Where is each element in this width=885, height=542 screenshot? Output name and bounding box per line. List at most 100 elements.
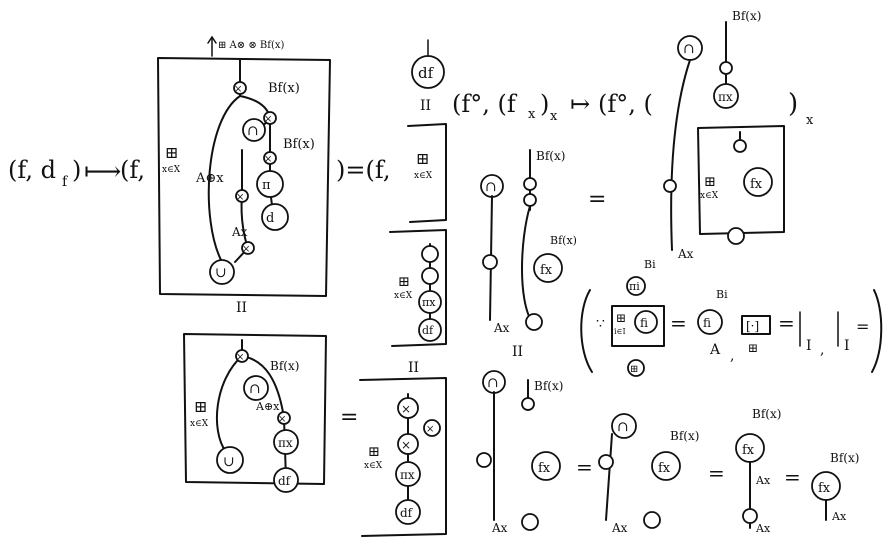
svg-text:∪: ∪ (215, 265, 227, 281)
svg-text:,: , (820, 342, 824, 358)
svg-text:πx: πx (278, 436, 293, 450)
df-node (261, 203, 289, 231)
svg-text:fx: fx (658, 461, 671, 476)
title-lhs-close: ) (540, 90, 549, 118)
tensor-node (235, 189, 249, 203)
svg-text:Bi: Bi (716, 288, 728, 301)
because-sym: ∵ (596, 316, 605, 332)
svg-text:∩: ∩ (249, 381, 261, 397)
svg-text:fx: fx (742, 443, 755, 458)
svg-text:=: = (708, 461, 725, 485)
svg-text:∩: ∩ (617, 419, 629, 435)
svg-text:πx: πx (422, 296, 436, 309)
svg-text:×: × (236, 192, 244, 203)
diagram-box-partial (407, 123, 447, 223)
svg-text:x∈X: x∈X (394, 291, 413, 301)
svg-text:x∈X: x∈X (190, 419, 209, 429)
svg-text:⊞: ⊞ (398, 274, 410, 290)
svg-text:Ax: Ax (611, 521, 628, 535)
svg-text:×: × (278, 414, 286, 425)
svg-text:∪: ∪ (223, 454, 235, 470)
svg-text:fx: fx (818, 481, 831, 496)
diagram-box-1 (157, 57, 331, 297)
rhs-open: (f, (120, 156, 145, 184)
svg-text:fi: fi (640, 316, 648, 330)
svg-text:⊞: ⊞ (416, 149, 429, 168)
parallel-sign: II (236, 300, 247, 316)
tensor-node (233, 81, 247, 95)
svg-text:df: df (422, 324, 434, 337)
svg-text:×: × (234, 84, 242, 95)
svg-text:×: × (236, 352, 244, 363)
svg-text:I: I (844, 338, 850, 354)
parallel-sign: II (408, 360, 419, 376)
bracket-content: [·] (746, 319, 759, 333)
svg-text:A⊕x: A⊕x (255, 400, 280, 413)
svg-text:⊞: ⊞ (616, 311, 626, 325)
pi-node (256, 170, 284, 198)
pi-node (273, 429, 299, 455)
svg-text:⊞: ⊞ (704, 174, 716, 190)
approx-sign: = (588, 187, 606, 212)
svg-text:df: df (400, 506, 414, 520)
tensor-node (263, 111, 277, 125)
cap-node (243, 375, 269, 401)
a-label: Ax (231, 225, 248, 239)
title-lhs-sub2: x (550, 109, 558, 124)
svg-text:×: × (426, 424, 434, 435)
svg-text:fx: fx (540, 263, 553, 278)
parallel-sign: II (512, 344, 523, 360)
pi-node-label: π (262, 178, 271, 193)
svg-text:fx: fx (750, 177, 763, 192)
svg-text:∩: ∩ (247, 123, 259, 139)
a-label: A⊕x (195, 171, 224, 186)
b-label: Bf(x) (268, 81, 300, 96)
svg-text:i∈I: i∈I (614, 327, 626, 336)
svg-text:×: × (401, 402, 411, 416)
box-sym-sub-1: x∈X (162, 165, 181, 175)
svg-text:Ax: Ax (831, 510, 847, 523)
diagram-box-2 (183, 333, 327, 485)
cup-node (216, 446, 244, 474)
lhs-expression-sub: f (62, 174, 69, 190)
svg-text:×: × (242, 244, 250, 255)
fx-node (651, 451, 681, 481)
svg-text:x∈X: x∈X (414, 171, 433, 181)
svg-text:×: × (264, 114, 272, 125)
svg-text:Bf(x): Bf(x) (534, 379, 563, 393)
svg-text:=: = (856, 317, 869, 336)
fx-node (743, 167, 773, 197)
tensor-node (241, 241, 255, 255)
title-rhs-close: ) (788, 89, 798, 119)
cup-node (209, 259, 235, 285)
fx-node (531, 451, 561, 481)
title-lhs-sub: x (528, 107, 536, 122)
svg-text:Ax: Ax (677, 247, 694, 261)
svg-text:πx: πx (718, 90, 733, 104)
diagram-box-3 (359, 377, 447, 537)
box-sym-1: ⊞ (165, 143, 178, 162)
parallel-sign: II (420, 98, 431, 114)
svg-text:Bf(x): Bf(x) (270, 359, 299, 373)
svg-text:fx: fx (538, 461, 551, 476)
right-panel: (f°, (f x ) x ↦ (f°, ( ) x ⊞ x∈X ∩ Bf(x)… (452, 9, 883, 535)
svg-text:Ax: Ax (491, 521, 508, 535)
svg-text:=: = (576, 455, 593, 479)
lhs-close: ) (72, 156, 81, 184)
cap-node (242, 118, 266, 142)
svg-text:A: A (709, 342, 721, 358)
diagram-box-4 (389, 229, 447, 347)
df-node (273, 467, 299, 493)
equals-open: )=(f, (336, 156, 391, 184)
left-panel: (f, d f ) ⟼ (f, ⊞ x∈X ⊞ A⊗ ⊗ Bf(x) × × ×… (8, 35, 447, 537)
df-node-label: d (266, 211, 274, 226)
svg-text:Ax: Ax (755, 474, 771, 487)
svg-text:Ax: Ax (755, 522, 771, 535)
svg-text:×: × (401, 438, 411, 452)
fi-node (634, 310, 658, 334)
svg-text:x∈X: x∈X (364, 461, 383, 471)
svg-text:πx: πx (400, 468, 415, 482)
bracket-box (741, 315, 771, 335)
svg-text:Bi: Bi (644, 258, 656, 271)
title-lhs: (f°, (f (452, 90, 518, 118)
